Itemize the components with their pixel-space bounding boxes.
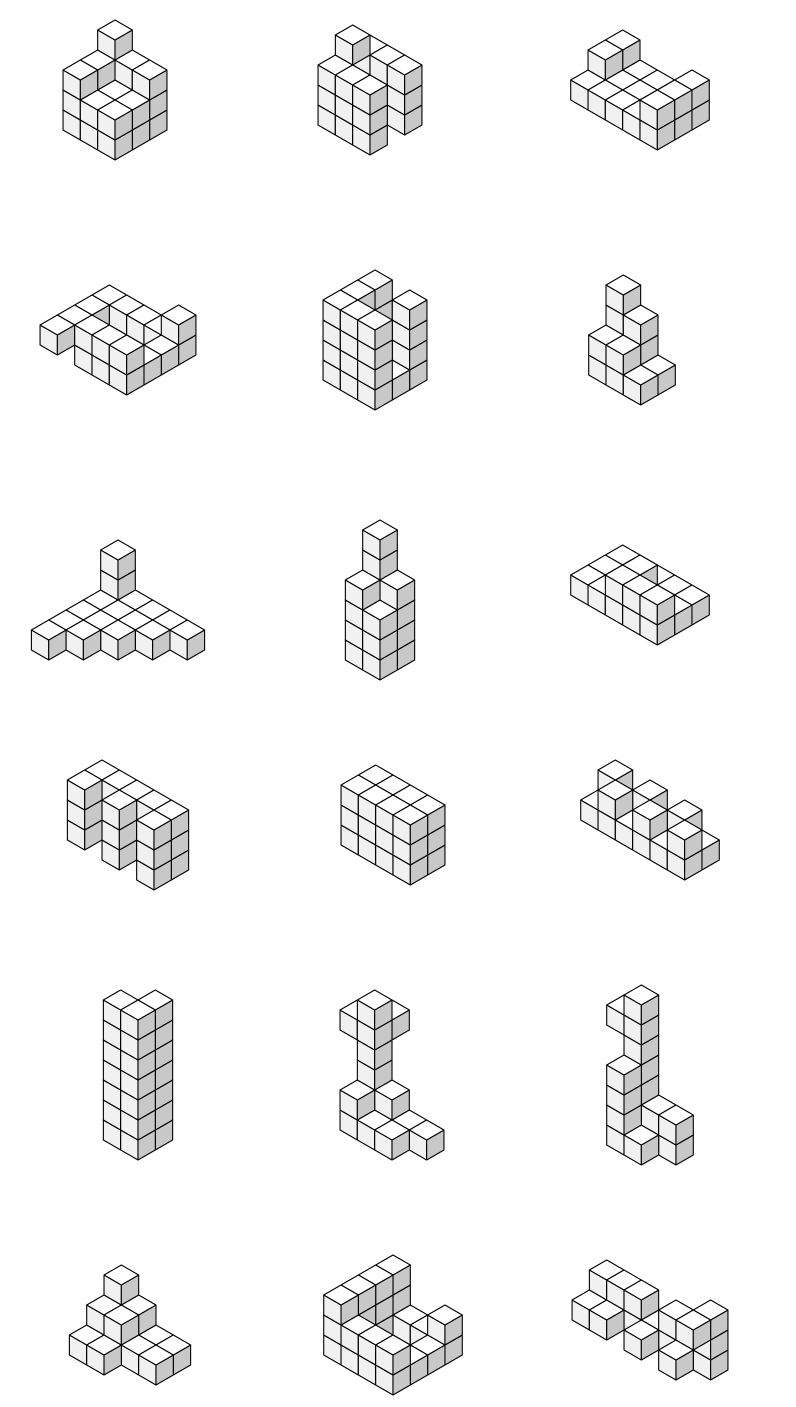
shape-r2-c3 <box>589 275 676 405</box>
shape-r4-c1 <box>67 760 188 890</box>
shape-r4-c2 <box>341 765 445 885</box>
shape-r5-c1 <box>103 990 172 1160</box>
shape-r1-c2 <box>318 25 422 155</box>
shape-r6-c1 <box>69 1265 190 1385</box>
shape-r1-c3 <box>571 30 710 150</box>
shape-r3-c1 <box>31 540 204 660</box>
shape-r3-c3 <box>571 545 710 645</box>
shape-r5-c2 <box>340 990 444 1160</box>
shape-r3-c2 <box>345 520 414 680</box>
shape-r1-c1 <box>63 20 167 160</box>
shape-r6-c2 <box>324 1255 463 1395</box>
shape-r6-c3 <box>572 1260 728 1380</box>
shape-r2-c2 <box>323 270 427 410</box>
shape-r4-c3 <box>581 760 720 880</box>
shape-r5-c3 <box>607 985 694 1165</box>
shape-r2-c1 <box>40 285 196 395</box>
